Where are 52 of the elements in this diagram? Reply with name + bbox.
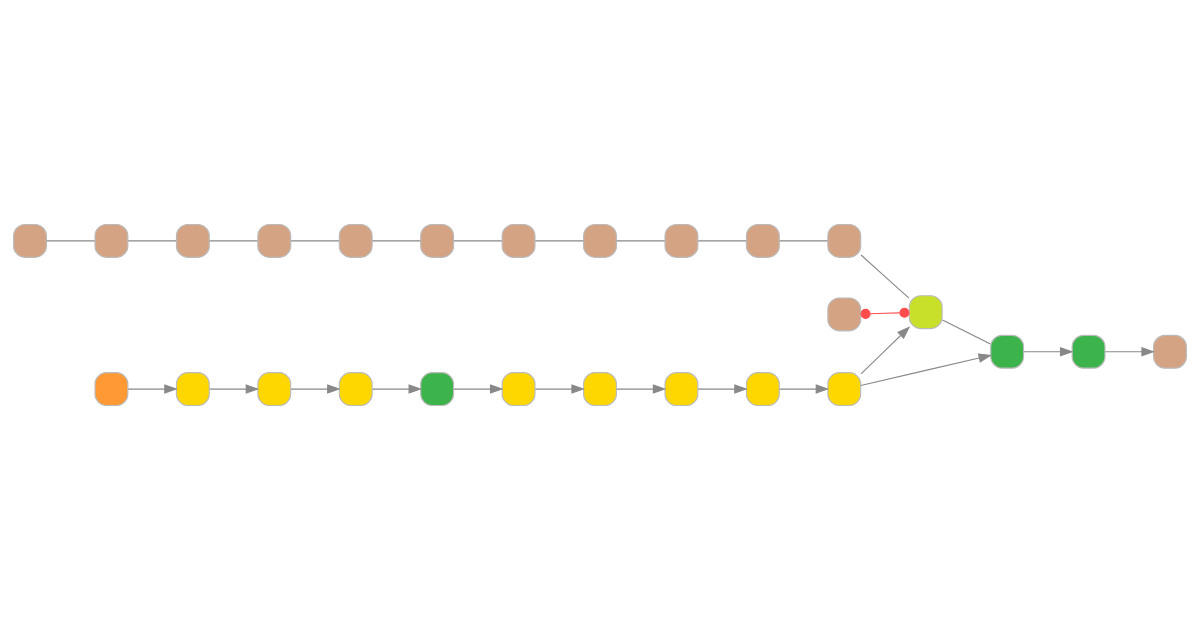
connector (453, 240, 503, 242)
node-box (338, 223, 373, 258)
node-box (1153, 334, 1187, 369)
node-box (338, 372, 373, 407)
node-box (745, 223, 780, 258)
arrow (453, 384, 504, 394)
arrow (1023, 347, 1074, 357)
node-box (501, 372, 536, 407)
arrow (1104, 347, 1155, 357)
node-box (827, 297, 862, 332)
node-box (1071, 334, 1106, 369)
connector (697, 240, 747, 242)
node-box (420, 223, 455, 258)
node-box (94, 223, 129, 258)
connector (290, 240, 340, 242)
arrow (697, 384, 748, 394)
connector (371, 240, 421, 242)
node-box (745, 372, 780, 407)
node-box (257, 372, 292, 407)
node-box (908, 295, 943, 330)
connector (860, 254, 910, 299)
node-box (175, 372, 210, 407)
arrow (371, 384, 423, 394)
node-box (664, 223, 699, 258)
node-box (175, 223, 210, 258)
node-box (94, 372, 129, 407)
connector (860, 307, 910, 319)
node-box (420, 372, 455, 407)
arrow (779, 384, 830, 394)
arrow (534, 384, 585, 394)
connector (616, 240, 666, 242)
arrow (127, 384, 178, 394)
arrow (290, 384, 341, 394)
node-box (990, 334, 1025, 369)
node-box (13, 223, 47, 258)
node-box (583, 372, 617, 407)
node-box (257, 223, 292, 258)
node-box (501, 223, 536, 258)
node-box (664, 372, 699, 407)
connector (46, 240, 96, 242)
connector (127, 240, 177, 242)
arrow (860, 326, 911, 375)
node-box (827, 223, 862, 258)
connector (534, 240, 584, 242)
node-box (583, 223, 617, 258)
connector (779, 240, 829, 242)
arrow (209, 384, 260, 394)
connector (209, 240, 259, 242)
arrow (616, 384, 667, 394)
node-box (827, 372, 862, 407)
arrow (860, 353, 993, 387)
connector (941, 319, 991, 345)
